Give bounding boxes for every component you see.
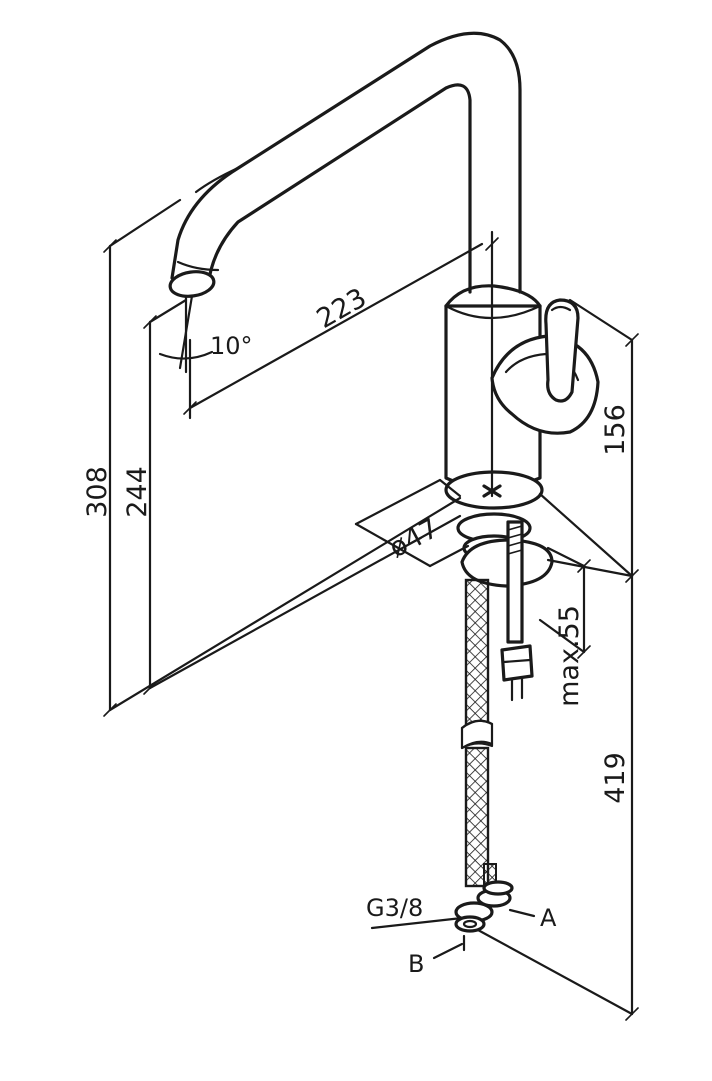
dim-spout-reach: 223 [312,282,372,335]
dim-lever-height: 156 [600,404,631,456]
dim-deck-thickness: max.55 [554,605,585,707]
label-connection-a: A [540,904,557,932]
label-connection-b: B [408,950,424,978]
dim-hose-length: 419 [600,752,631,804]
label-thread: G3/8 [366,894,423,922]
dimension-lines [103,198,639,1021]
dim-total-height: 308 [82,466,113,518]
dim-spout-height: 244 [122,466,153,518]
faucet-lever-handle [490,298,600,435]
faucet-spout [168,31,522,298]
dim-spout-angle: 10° [210,332,253,360]
mounting-hardware [456,512,554,702]
supply-hose [454,578,514,933]
